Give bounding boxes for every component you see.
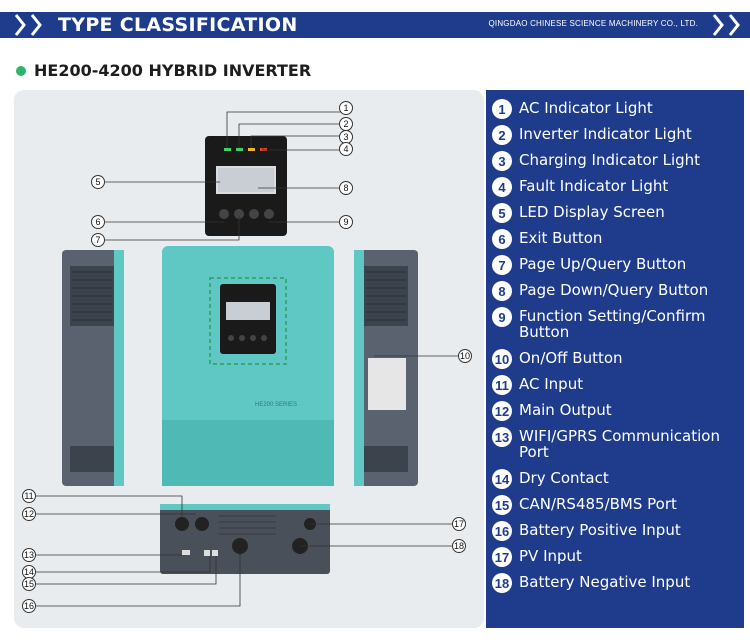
legend-item: 2 Inverter Indicator Light bbox=[492, 125, 741, 145]
item-label: LED Display Screen bbox=[519, 203, 665, 221]
item-label: Exit Button bbox=[519, 229, 603, 247]
item-number: 14 bbox=[492, 469, 512, 489]
item-label: AC Indicator Light bbox=[519, 99, 653, 117]
item-label: Function Setting/Confirm Button bbox=[519, 307, 706, 341]
callout-8: 8 bbox=[339, 181, 353, 195]
item-number: 4 bbox=[492, 177, 512, 197]
legend-item: 12 Main Output bbox=[492, 401, 741, 421]
legend-item: 11 AC Input bbox=[492, 375, 741, 395]
item-number: 15 bbox=[492, 495, 512, 515]
item-label: Battery Negative Input bbox=[519, 573, 691, 591]
legend-item: 18 Battery Negative Input bbox=[492, 573, 741, 593]
item-number: 7 bbox=[492, 255, 512, 275]
item-number: 2 bbox=[492, 125, 512, 145]
legend-item: 9 Function Setting/Confirm Button bbox=[492, 307, 741, 341]
item-label: On/Off Button bbox=[519, 349, 623, 367]
company-name: QINGDAO CHINESE SCIENCE MACHINERY CO., L… bbox=[488, 19, 698, 28]
legend-item: 15 CAN/RS485/BMS Port bbox=[492, 495, 741, 515]
component-legend: 1 AC Indicator Light 2 Inverter Indicator … bbox=[486, 90, 744, 628]
item-label: Charging Indicator Light bbox=[519, 151, 701, 169]
callout-12: 12 bbox=[22, 507, 36, 521]
page-title: HE200-4200 HYBRID INVERTER bbox=[34, 61, 312, 80]
item-number: 13 bbox=[492, 427, 512, 447]
legend-item: 14 Dry Contact bbox=[492, 469, 741, 489]
callout-18: 18 bbox=[452, 539, 466, 553]
legend-item: 17 PV Input bbox=[492, 547, 741, 567]
item-number: 16 bbox=[492, 521, 512, 541]
callout-17: 17 bbox=[452, 517, 466, 531]
header-banner: TYPE CLASSIFICATION QINGDAO CHINESE SCIE… bbox=[0, 12, 750, 38]
callout-2: 2 bbox=[339, 117, 353, 131]
callout-13: 13 bbox=[22, 548, 36, 562]
item-label: Fault Indicator Light bbox=[519, 177, 669, 195]
item-number: 18 bbox=[492, 573, 512, 593]
legend-item: 1 AC Indicator Light bbox=[492, 99, 741, 119]
item-number: 5 bbox=[492, 203, 512, 223]
callout-16: 16 bbox=[22, 599, 36, 613]
item-label: AC Input bbox=[519, 375, 584, 393]
legend-item: 8 Page Down/Query Button bbox=[492, 281, 741, 301]
callout-9: 9 bbox=[339, 215, 353, 229]
legend-item: 13 WIFI/GPRS Communication Port bbox=[492, 427, 741, 461]
product-image-panel: HE200 SERIES bbox=[14, 90, 484, 628]
item-number: 8 bbox=[492, 281, 512, 301]
callout-7: 7 bbox=[91, 233, 105, 247]
chevron-right-icon bbox=[712, 12, 726, 38]
inverter-illustration: HE200 SERIES bbox=[34, 111, 460, 607]
callout-1: 1 bbox=[339, 101, 353, 115]
item-number: 3 bbox=[492, 151, 512, 171]
item-label: Dry Contact bbox=[519, 469, 609, 487]
callout-5: 5 bbox=[91, 175, 105, 189]
callout-10: 10 bbox=[458, 349, 472, 363]
item-label: Battery Positive Input bbox=[519, 521, 681, 539]
chevron-right-icon bbox=[728, 12, 742, 38]
item-label: WIFI/GPRS Communication Port bbox=[519, 427, 720, 461]
item-number: 17 bbox=[492, 547, 512, 567]
item-number: 9 bbox=[492, 307, 512, 327]
item-number: 1 bbox=[492, 99, 512, 119]
item-number: 10 bbox=[492, 349, 512, 369]
callout-6: 6 bbox=[91, 215, 105, 229]
item-number: 12 bbox=[492, 401, 512, 421]
bullet-icon bbox=[16, 66, 26, 76]
legend-item: 3 Charging Indicator Light bbox=[492, 151, 741, 171]
legend-item: 6 Exit Button bbox=[492, 229, 741, 249]
legend-item: 5 LED Display Screen bbox=[492, 203, 741, 223]
legend-item: 7 Page Up/Query Button bbox=[492, 255, 741, 275]
callout-4: 4 bbox=[339, 142, 353, 156]
item-label: Inverter Indicator Light bbox=[519, 125, 692, 143]
item-label: Main Output bbox=[519, 401, 612, 419]
item-label: CAN/RS485/BMS Port bbox=[519, 495, 677, 513]
item-label: Page Down/Query Button bbox=[519, 281, 709, 299]
item-number: 11 bbox=[492, 375, 512, 395]
item-label: PV Input bbox=[519, 547, 582, 565]
callout-11: 11 bbox=[22, 489, 36, 503]
banner-title: TYPE CLASSIFICATION bbox=[58, 14, 298, 36]
legend-item: 16 Battery Positive Input bbox=[492, 521, 741, 541]
series-label: HE200 SERIES bbox=[255, 402, 297, 408]
legend-item: 10 On/Off Button bbox=[492, 349, 741, 369]
item-label: Page Up/Query Button bbox=[519, 255, 687, 273]
legend-item: 4 Fault Indicator Light bbox=[492, 177, 741, 197]
callout-15: 15 bbox=[22, 577, 36, 591]
chevron-right-icon bbox=[14, 12, 28, 38]
chevron-right-icon bbox=[30, 12, 44, 38]
item-number: 6 bbox=[492, 229, 512, 249]
